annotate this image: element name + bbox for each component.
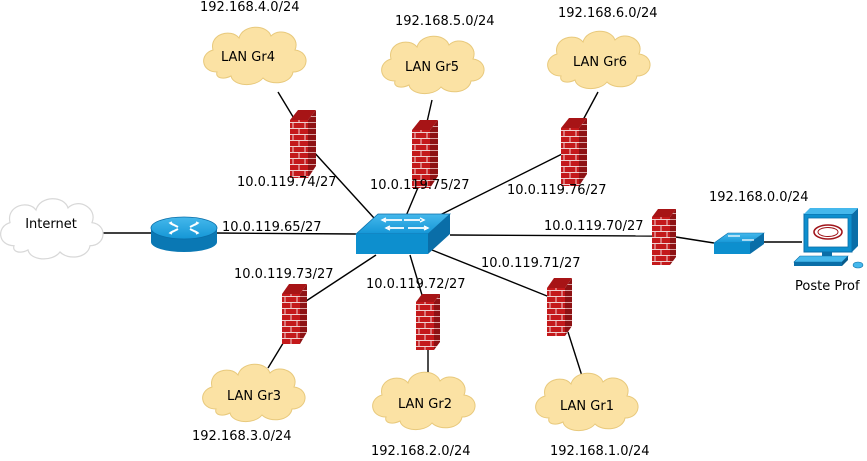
firewall-gr1-icon	[547, 278, 572, 336]
link-router-switch	[215, 232, 357, 235]
internet-label: Internet	[25, 217, 77, 232]
link-fw4-switch	[311, 149, 375, 219]
computer-icon	[793, 208, 864, 269]
lan-gr5-name: LAN Gr5	[405, 60, 459, 75]
router-ip-label: 10.0.119.65/27	[222, 220, 322, 235]
firewall-gr6-icon	[561, 118, 587, 186]
gr4-link-ip-label: 10.0.119.74/27	[237, 175, 337, 190]
link-lan6-fw6	[582, 91, 599, 121]
link-switch-fwprof	[449, 234, 653, 237]
link-switch-fw2	[409, 254, 423, 296]
prof-subnet-label: 192.168.0.0/24	[709, 190, 809, 205]
lan-gr4-subnet: 192.168.4.0/24	[200, 0, 300, 15]
link-lan5-fw5	[426, 99, 433, 123]
link-fw3-lan3	[267, 339, 286, 369]
link-fw1-lan1	[567, 331, 583, 377]
lan-gr2-name: LAN Gr2	[398, 397, 452, 412]
lan-gr2-subnet: 192.168.2.0/24	[371, 444, 471, 459]
firewall-gr5-icon	[412, 120, 438, 188]
lan-gr5-subnet: 192.168.5.0/24	[395, 14, 495, 29]
prof-link-ip-label: 10.0.119.70/27	[544, 219, 644, 234]
link-switch-fw3	[299, 254, 377, 306]
firewall-gr2-icon	[416, 294, 440, 350]
lan-gr6-subnet: 192.168.6.0/24	[558, 6, 658, 21]
gr3-link-ip-label: 10.0.119.73/27	[234, 267, 334, 282]
switch-icon	[354, 213, 452, 254]
poste-prof-label: Poste Prof	[795, 279, 860, 294]
router-icon	[150, 216, 218, 252]
lan-gr3-subnet: 192.168.3.0/24	[192, 429, 292, 444]
hub-icon	[713, 232, 765, 254]
link-fw6-switch	[439, 153, 563, 216]
firewall-prof-icon	[652, 209, 676, 265]
link-switch-fw1	[431, 249, 553, 299]
lan-gr6-name: LAN Gr6	[573, 55, 627, 70]
lan-gr1-name: LAN Gr1	[560, 399, 614, 414]
gr5-link-ip-label: 10.0.119.75/27	[370, 178, 470, 193]
gr6-link-ip-label: 10.0.119.76/27	[507, 183, 607, 198]
firewall-gr3-icon	[282, 284, 307, 344]
gr2-link-ip-label: 10.0.119.72/27	[366, 277, 466, 292]
lan-gr3-name: LAN Gr3	[227, 389, 281, 404]
gr1-link-ip-label: 10.0.119.71/27	[481, 256, 581, 271]
link-fwprof-hub	[675, 236, 715, 244]
lan-gr4-name: LAN Gr4	[221, 50, 275, 65]
firewall-gr4-icon	[290, 110, 316, 178]
lan-gr1-subnet: 192.168.1.0/24	[550, 444, 650, 459]
